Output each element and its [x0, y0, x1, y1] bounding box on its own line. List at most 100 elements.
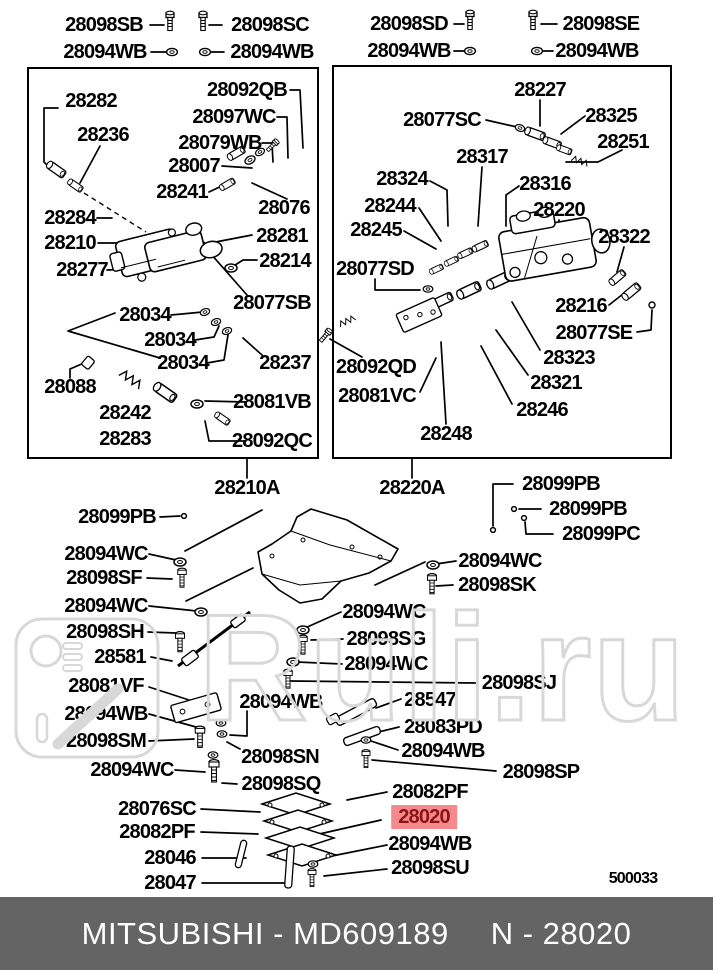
part-label: 28281	[256, 225, 308, 247]
part-label: 28094WB	[230, 41, 314, 63]
part-label: 28094WC	[458, 550, 542, 572]
part-label: 28092QC	[231, 430, 313, 452]
part-label: 28214	[259, 250, 311, 272]
part-label: 28210A	[214, 477, 280, 499]
part-label: 28094WC	[342, 601, 426, 623]
part-label: 28098SF	[66, 567, 142, 589]
part-label: 28323	[543, 347, 595, 369]
part-label: 28076	[258, 197, 310, 219]
part-label: 28097WC	[192, 106, 276, 128]
part-label: 28081VC	[338, 385, 417, 407]
part-label: 28081VB	[233, 391, 312, 413]
footer-group-number: N - 28020	[490, 915, 632, 951]
part-label: 28251	[597, 131, 649, 153]
right-assembly-box	[332, 65, 672, 459]
part-label: 28099PB	[78, 506, 157, 528]
part-label: 28077SD	[336, 258, 415, 280]
part-label: 28098SH	[66, 621, 145, 643]
part-label: 28098SD	[370, 13, 449, 35]
part-label: 28076SC	[118, 798, 197, 820]
rod-28581	[177, 610, 251, 668]
part-label: 28047	[144, 872, 196, 894]
part-label: 28284	[44, 207, 96, 229]
part-label: 28283	[99, 428, 151, 450]
part-label: 28092QD	[335, 356, 417, 378]
part-label: 28098SG	[346, 628, 427, 650]
part-label: 28325	[585, 105, 637, 127]
part-label: 28227	[514, 79, 566, 101]
part-label: 500033	[608, 870, 658, 887]
part-label: 28094WB	[63, 41, 147, 63]
right-box-parts	[317, 122, 656, 344]
part-label: 28007	[168, 155, 220, 177]
part-label: 28547	[404, 689, 456, 711]
part-label: 28099PC	[562, 523, 641, 545]
part-label: 28321	[530, 372, 582, 394]
part-label: 28220A	[379, 477, 445, 499]
part-label: 28094WC	[90, 759, 174, 781]
part-label: 28082PF	[392, 781, 468, 803]
part-label: 28094WC	[344, 653, 428, 675]
part-label: 28316	[519, 173, 571, 195]
part-label: 28077SE	[555, 322, 634, 344]
part-label: 28099PB	[549, 498, 628, 520]
part-label: 28242	[99, 402, 151, 424]
part-label: 28088	[44, 376, 96, 398]
part-label: 28324	[376, 168, 428, 190]
part-label: 28099PB	[522, 473, 601, 495]
part-label: 28094WC	[64, 543, 148, 565]
part-label: 28034	[119, 304, 171, 326]
part-label: 28098SB	[65, 14, 144, 36]
dashed-line	[83, 192, 147, 233]
part-label: 28094WB	[388, 833, 472, 855]
part-label: 28277	[56, 259, 108, 281]
part-label: 28098SJ	[481, 672, 557, 694]
part-label: 28317	[456, 146, 508, 168]
part-label: 28081VF	[68, 675, 144, 697]
leader-lines	[43, 23, 653, 884]
part-label: 28282	[65, 90, 117, 112]
middle-section-parts	[170, 505, 528, 783]
part-label: 28094WB	[401, 740, 485, 762]
part-label: 28094WB	[64, 703, 148, 725]
valve-body-right	[498, 206, 611, 282]
left-box-parts	[44, 137, 281, 427]
part-label: 28098SQ	[241, 773, 322, 795]
part-label: 28098SP	[502, 761, 581, 783]
part-label: 28094WB	[555, 40, 639, 62]
part-label: 28098SE	[562, 13, 641, 35]
part-label: 28241	[156, 181, 208, 203]
part-label: 28581	[94, 646, 146, 668]
left-assembly-box	[27, 67, 319, 459]
part-label: 28220	[533, 199, 585, 221]
part-label: 28098SK	[458, 574, 537, 596]
part-label: 28046	[144, 847, 196, 869]
part-label: 28216	[555, 295, 607, 317]
part-label: 28237	[259, 352, 311, 374]
footer-brand-part: MITSUBISHI - MD609189	[81, 915, 449, 951]
part-label: 28098SM	[65, 730, 147, 752]
part-label-highlighted: 28020	[391, 805, 457, 829]
part-label: 28098SN	[241, 746, 320, 768]
part-label: 28094WB	[239, 691, 323, 713]
part-label: 28322	[598, 226, 650, 248]
part-label: 28236	[77, 124, 129, 146]
footer-bar: MITSUBISHI - MD609189 N - 28020	[0, 897, 713, 970]
part-label: 28034	[157, 352, 209, 374]
part-label: 28248	[420, 423, 472, 445]
part-label: 28245	[350, 219, 402, 241]
part-label: 28034	[144, 329, 196, 351]
part-label: 28077SC	[403, 109, 482, 131]
part-label: 28083PD	[404, 716, 483, 738]
part-label: 28098SC	[231, 14, 310, 36]
part-label: 28210	[44, 232, 96, 254]
part-label: 28094WC	[64, 595, 148, 617]
part-label: 28098SU	[391, 857, 470, 879]
part-label: 28079WB	[178, 132, 262, 154]
filter-stack-parts	[234, 792, 339, 889]
part-label: 28244	[364, 195, 416, 217]
valve-body-left	[109, 222, 223, 282]
